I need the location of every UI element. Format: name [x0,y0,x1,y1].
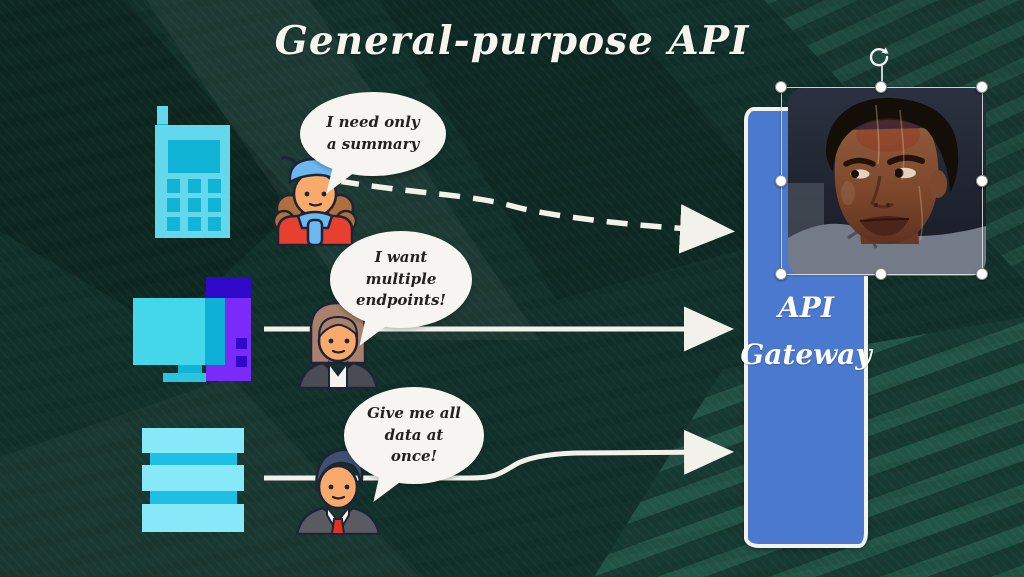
rotate-handle-icon[interactable] [866,44,892,70]
selection-handle-bottom-left[interactable] [775,268,787,280]
speech-line: data at [384,425,444,444]
speech-line: once! [390,447,438,466]
speech-line: Give me all [367,403,461,422]
selection-handle-mid-left[interactable] [775,175,787,187]
speech-bubble-summary[interactable]: I need only a summary [300,92,446,176]
selection-handle-top-center[interactable] [875,81,887,93]
rotate-handle-stem [881,66,883,87]
speech-line: I want [374,247,428,266]
speech-bubble-endpoints[interactable]: I want multiple endpoints! [330,231,472,328]
speech-bubble-all-data[interactable]: Give me all data at once! [344,387,484,484]
selection-handle-top-left[interactable] [775,81,787,93]
speech-line: I need only [326,113,420,132]
api-gateway-label: API Gateway [740,291,871,371]
solid-arrow-bottom [264,429,734,481]
dashed-arrow [337,178,735,254]
woman-in-blazer-avatar[interactable] [291,291,385,389]
selection-handle-bottom-right[interactable] [976,268,988,280]
gateway-label-line: API [778,291,834,324]
mobile-phone-icon[interactable] [155,106,231,238]
desktop-computer-icon[interactable] [133,276,255,386]
sweating-man-meme-image[interactable] [788,88,986,276]
speech-line: endpoints! [356,291,446,310]
speech-line: a summary [326,135,420,153]
man-in-suit-avatar[interactable] [291,435,385,535]
database-icon[interactable] [142,428,244,532]
gateway-label-line: Gateway [740,338,872,371]
selection-handle-mid-right[interactable] [976,175,988,187]
selection-handle-bottom-center[interactable] [875,268,887,280]
speech-line: multiple [365,269,437,288]
selection-handle-top-right[interactable] [976,81,988,93]
slide-title[interactable]: General-purpose API [274,18,750,64]
